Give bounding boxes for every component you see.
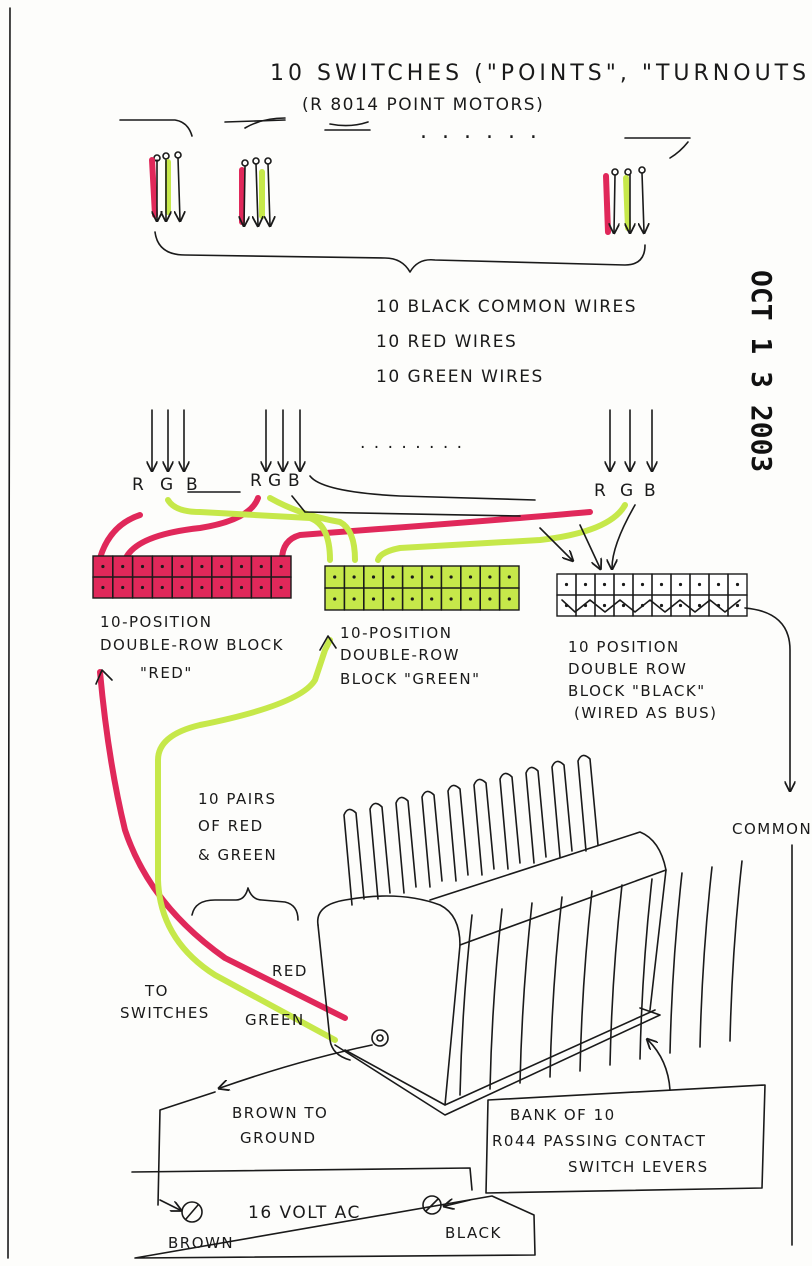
count-green-wires: 10 GREEN WIRES [376,367,544,387]
track-switches: . . . . . . [119,117,691,159]
black-terminal-icon [422,1195,442,1215]
green-cable [155,637,338,1043]
svg-text:G: G [268,471,283,491]
black-block-label-2: DOUBLE ROW [568,660,687,678]
bank-callout-arrow [648,1040,671,1091]
red-block-label-2: DOUBLE-ROW BLOCK [100,636,284,654]
common-label: COMMON [732,820,812,838]
to-switches-label-1: TO [144,982,169,1000]
terminal-labels-3: R G B [594,481,657,501]
brown-terminal-icon [181,1201,203,1223]
brown-ground-wire [220,1044,373,1088]
terminal-block-red [92,555,292,599]
black-terminal-label: BLACK [445,1224,502,1242]
svg-text:G: G [160,475,175,495]
pairs-label-2: OF RED [198,817,264,835]
terminal-labels-2: R G B [250,471,301,491]
green-block-label-3: BLOCK "GREEN" [340,670,481,688]
pairs-label-3: & GREEN [198,846,277,864]
power-label: 16 VOLT AC [248,1203,361,1223]
black-block-label-3: BLOCK "BLACK" [568,682,706,700]
brown-ground-label-1: BROWN TO [232,1104,328,1122]
page-margin-line [7,7,11,1259]
pairs-brace [191,887,299,921]
svg-text:. . . . . .: . . . . . . [420,119,541,144]
green-distribution-wires [165,495,628,563]
terminal-labels-1: R G B [132,475,199,495]
brown-terminal-label: BROWN [168,1234,234,1252]
brown-ground-label-2: GROUND [240,1129,317,1147]
svg-text:R: R [250,471,263,491]
svg-text:R: R [594,481,607,501]
count-red-wires: 10 RED WIRES [376,332,517,352]
red-distribution-wires [97,495,593,563]
point-motor-wires [149,151,645,235]
bank-label-3: SWITCH LEVERS [568,1158,709,1176]
wire-group-brace [154,231,646,273]
lever-bank [316,754,743,1116]
title-line-2: (R 8014 POINT MOTORS) [302,95,544,115]
pairs-label-1: 10 PAIRS [198,790,277,808]
terminal-block-green [324,565,520,611]
bank-label-2: R044 PASSING CONTACT [492,1132,706,1150]
bank-label-1: BANK OF 10 [510,1106,616,1124]
date-stamp: OCT 1 3 2003 [745,270,778,472]
terminal-block-black [556,573,748,617]
common-wire [744,607,790,790]
incoming-wire-arrows: . . . . . . . . [152,409,652,470]
black-distribution-wires [187,475,636,568]
black-block-label-4: (WIRED AS BUS) [574,704,718,722]
bank-callout-box [485,1084,766,1194]
svg-text:B: B [186,475,199,495]
green-wire-label: GREEN [245,1011,305,1029]
svg-text:R: R [132,475,145,495]
power-supply-box [131,1167,536,1259]
red-block-label-3: "RED" [140,664,193,682]
svg-text:. . . . . . . .: . . . . . . . . [360,433,464,453]
title-line-1: 10 SWITCHES ("POINTS", "TURNOUTS") [270,61,812,86]
green-block-label-2: DOUBLE-ROW [340,646,460,664]
red-wire-label: RED [272,962,308,980]
green-block-label-1: 10-POSITION [340,624,452,642]
svg-text:B: B [288,471,301,491]
svg-text:B: B [644,481,657,501]
count-black-wires: 10 BLACK COMMON WIRES [376,297,637,317]
black-block-label-1: 10 POSITION [568,638,680,656]
svg-text:G: G [620,481,635,501]
red-block-label-1: 10-POSITION [100,613,212,631]
to-switches-label-2: SWITCHES [120,1004,210,1022]
red-cable [97,669,348,1021]
